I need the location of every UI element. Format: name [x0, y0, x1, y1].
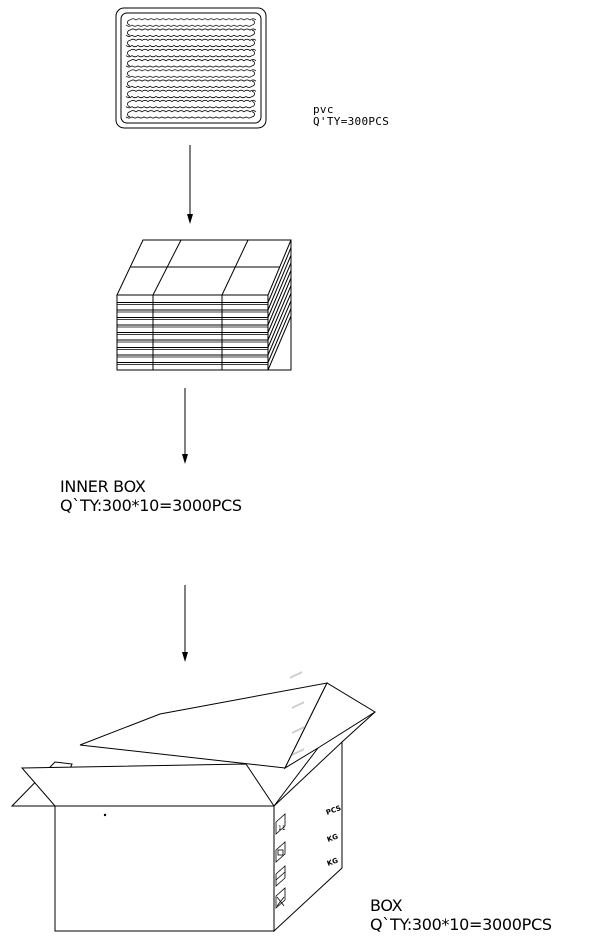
tray-cavity-row — [125, 18, 257, 27]
tray-cavity-row — [125, 38, 257, 48]
tray-cavity-cap — [127, 40, 131, 46]
tray-cavity-row — [125, 99, 257, 109]
shipping-carton: 11 PCS KG KG — [10, 671, 376, 933]
tray-cavity-cap — [127, 50, 131, 56]
tray-cavity-cap — [251, 40, 255, 46]
tray-cavity-cap — [251, 111, 255, 118]
tray-cavity-cap — [251, 70, 255, 77]
tray-cavity-row — [125, 79, 257, 88]
tray-cavity-row — [125, 48, 257, 58]
arrow-inner-to-label — [182, 388, 188, 464]
tray-cavity-cap — [127, 70, 131, 77]
tray-cavity-row — [125, 69, 257, 78]
box-label: BOX Q`TY:300*10=3000PCS — [370, 896, 552, 934]
stack-layers — [117, 302, 268, 365]
tray-cavity-cap — [251, 19, 255, 26]
arrow-pvc-to-inner — [187, 145, 193, 224]
stack-side-line — [267, 247, 292, 303]
tray-cavity-cap — [127, 19, 131, 26]
stack-side-line — [267, 293, 292, 348]
stack-side-layers — [267, 247, 292, 363]
inner-box-title: INNER BOX — [60, 477, 146, 496]
tray-cavity-row — [125, 110, 257, 119]
inner-box-label: INNER BOX Q`TY:300*10=3000PCS — [60, 477, 242, 515]
tray-cavity-cap — [127, 29, 131, 36]
carton-mark-kg-2: KG — [326, 856, 339, 867]
carton-mark-kg-1: KG — [326, 832, 339, 843]
pvc-qty-label: Q'TY=300PCS — [313, 115, 390, 128]
inner-box-stack — [116, 239, 292, 371]
box-title: BOX — [370, 896, 403, 915]
tray-cavity-cap — [251, 50, 255, 56]
tray-cavity-rows — [125, 18, 257, 119]
tray-cavity-row — [125, 28, 257, 37]
tray-cavity-cap — [127, 101, 131, 107]
stack-side-line — [267, 277, 292, 333]
tray-cavity-cap — [127, 111, 131, 118]
tray-cavity-cap — [127, 80, 131, 87]
tray-cavity-cap — [251, 101, 255, 107]
stack-side-line — [267, 285, 292, 341]
tray-cavity-cap — [251, 60, 255, 67]
tray-cavity-cap — [127, 91, 131, 97]
inner-box-qty: Q`TY:300*10=3000PCS — [60, 496, 242, 515]
tray-cavity-cap — [251, 29, 255, 36]
tray-cavity-cap — [127, 60, 131, 67]
stack-side-line — [267, 308, 292, 363]
tray-cavity-row — [125, 59, 257, 68]
stack-side-line — [267, 255, 292, 311]
box-qty: Q`TY:300*10=3000PCS — [370, 915, 552, 934]
pvc-label-line-1: pvc — [313, 103, 334, 116]
arrow-inner-to-box — [182, 585, 188, 662]
carton-side-markings: 11 PCS KG KG — [275, 671, 342, 909]
stack-side-line — [267, 270, 292, 326]
pvc-label: pvc Q'TY=300PCS — [313, 104, 389, 128]
tray-cavity-cap — [251, 80, 255, 87]
stack-side-line — [267, 262, 292, 318]
pvc-tray — [115, 7, 267, 129]
svg-text:11: 11 — [278, 825, 286, 832]
tray-cavity-cap — [251, 91, 255, 97]
stack-side-line — [267, 300, 292, 356]
tray-cavity-row — [125, 89, 257, 99]
